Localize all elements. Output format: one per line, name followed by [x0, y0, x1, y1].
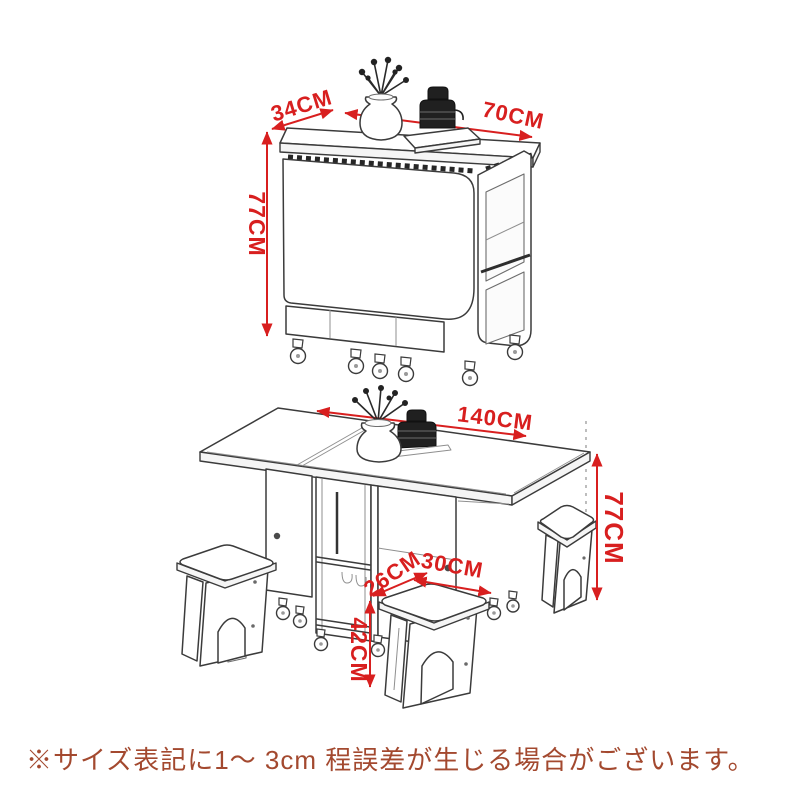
pot-lid — [406, 409, 427, 422]
caster-wheel — [371, 353, 389, 380]
pot-body — [419, 99, 456, 129]
pot-ridges — [420, 111, 455, 120]
pot-handle — [454, 109, 464, 121]
tray-edge — [414, 138, 481, 154]
caster-wheel — [275, 597, 291, 621]
vase-opening — [364, 418, 392, 428]
decor-pot-top — [403, 86, 481, 154]
folded-base-rail — [285, 305, 445, 353]
dim-label-77cm-folded: 77CM — [244, 191, 270, 256]
dim-label-42cm: 42CM — [346, 617, 372, 682]
side-divider-bar — [480, 253, 531, 274]
flower-stems — [354, 387, 406, 423]
vase-body — [359, 96, 403, 141]
caster-wheel — [347, 348, 365, 375]
vase-opening — [368, 93, 394, 101]
stool-left — [176, 544, 277, 667]
stool-leg-arch — [217, 617, 246, 664]
pot-lid — [427, 86, 449, 100]
stool-side-leg — [384, 614, 408, 703]
hanging-cups — [341, 571, 367, 587]
caster-wheel — [486, 597, 502, 621]
cabinet-bottom-shelf — [316, 618, 371, 634]
stool-seat-edge — [378, 601, 490, 631]
folded-table-figure: 70CM 34CM — [244, 56, 547, 387]
dim-folded-depth: 34CM — [268, 84, 335, 131]
caster-wheel — [313, 628, 329, 652]
diagram-canvas: 70CM 34CM — [176, 56, 629, 709]
door-knob — [444, 564, 452, 572]
caster-wheel — [506, 334, 524, 361]
pot-ridges — [398, 430, 436, 439]
flower-stems — [361, 59, 407, 97]
hinge-hatch-front — [287, 154, 475, 174]
dim-unfolded-height: 77CM — [591, 453, 629, 601]
stool-side-leg — [181, 575, 204, 662]
flower-blossoms — [352, 385, 408, 406]
door-division — [377, 547, 457, 561]
side-shelf-opening — [485, 173, 525, 282]
dim-label-77cm-unfolded: 77CM — [599, 491, 629, 564]
dim-label-70cm: 70CM — [480, 97, 547, 134]
stool-leg-arch — [420, 651, 454, 705]
folded-tabletop-right-edge — [532, 142, 541, 168]
side-shelf — [485, 221, 525, 241]
stool-leg-arch — [563, 569, 582, 611]
unfolded-tabletop-right-edge — [511, 451, 591, 506]
unfolded-table-figure: 140CM — [176, 385, 629, 709]
decor-vase-top — [358, 56, 409, 141]
stool-front — [378, 583, 490, 709]
size-disclaimer-note: ※サイズ表記に1～ 3cm 程誤差が生じる場合がございます。 — [26, 745, 755, 775]
caster-wheel — [397, 356, 415, 383]
dim-folded-height: 77CM — [244, 131, 273, 337]
leg-groove — [393, 627, 400, 691]
stool-right — [537, 504, 597, 614]
stool-seat — [179, 544, 274, 581]
folded-leaf-panel — [282, 158, 475, 320]
cabinet-shelf — [316, 556, 371, 571]
dim-label-140cm: 140CM — [456, 401, 534, 435]
decor-unfolded-top — [352, 385, 452, 463]
stool-seat — [539, 504, 595, 540]
stool-seat-edge — [176, 562, 277, 589]
dim-stool-height: 42CM — [346, 600, 376, 688]
flower-blossoms — [358, 56, 409, 83]
caster-wheel — [461, 360, 479, 387]
caster-wheel — [292, 605, 308, 629]
pot-body — [397, 421, 437, 449]
cabinet-left-door — [265, 468, 313, 598]
under-table-rail — [457, 500, 510, 505]
side-lower-panel — [485, 271, 525, 345]
caster-wheel — [506, 590, 520, 613]
door-knob — [273, 532, 281, 540]
tabletop-edge-highlight — [206, 451, 585, 495]
caster-wheel — [289, 338, 307, 365]
center-cabinet — [265, 468, 510, 649]
